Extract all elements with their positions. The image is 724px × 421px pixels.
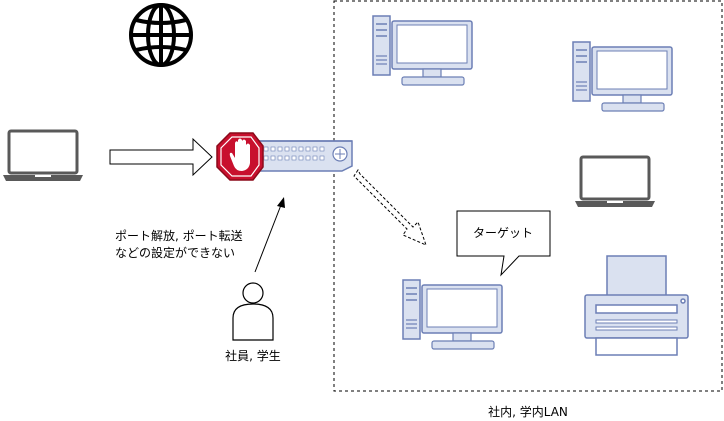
router-icon — [237, 140, 353, 172]
note-arrow — [254, 204, 282, 273]
person-icon — [232, 282, 274, 341]
desktop-icon — [572, 41, 673, 112]
stop-hand-icon — [216, 132, 264, 181]
inbound-arrow — [109, 137, 213, 177]
lan-label: 社内, 学内LAN — [488, 404, 568, 419]
printer-icon — [584, 255, 689, 356]
laptop-icon — [1, 129, 85, 183]
desktop-icon — [372, 15, 473, 86]
laptop-icon — [573, 155, 657, 209]
speech-bubble — [456, 210, 551, 277]
person-label: 社員, 学生 — [225, 348, 281, 363]
desktop-icon — [402, 279, 503, 350]
note-line-2: などの設定ができない — [115, 245, 235, 260]
note-line-1: ポート解放, ポート転送 — [115, 228, 243, 243]
target-label: ターゲット — [473, 226, 533, 240]
lan-boundary — [333, 0, 723, 392]
forward-arrow — [353, 169, 427, 246]
globe-icon — [129, 3, 193, 67]
